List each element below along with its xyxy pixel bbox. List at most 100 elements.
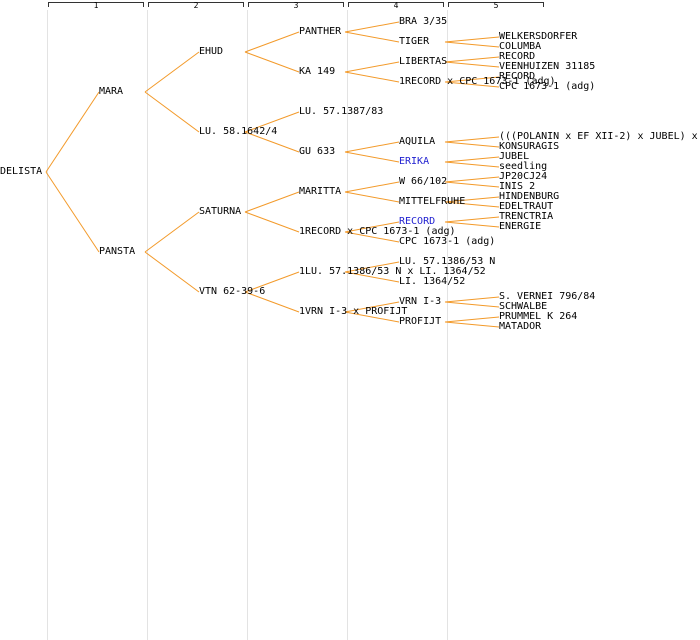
pedigree-node-gen6: INIS 2: [499, 181, 536, 192]
pedigree-node-gen5: W 66/102: [399, 176, 448, 187]
connector-line: [444, 296, 500, 303]
pedigree-node-gen1: DELISTA: [0, 166, 43, 177]
pedigree-node-gen6: SCHWALBE: [499, 301, 548, 312]
pedigree-node-gen4: MARITTA: [299, 186, 342, 197]
connector-line: [45, 171, 100, 253]
pedigree-node-gen2: MARA: [99, 86, 124, 97]
connector-line: [344, 21, 400, 33]
pedigree-node-gen6: S. VERNEI 796/84: [499, 291, 596, 302]
pedigree-node-gen5: AQUILA: [399, 136, 436, 147]
column-divider: [247, 10, 248, 640]
pedigree-node-gen5: ERIKA: [399, 156, 430, 167]
connector-line: [144, 51, 200, 93]
connector-line: [344, 141, 400, 153]
connector-line: [244, 211, 300, 233]
connector-line: [344, 301, 400, 313]
connector-line: [444, 56, 500, 63]
connector-line: [444, 156, 500, 163]
pedigree-node-gen4: 1LU. 57.1386/53 N x LI. 1364/52: [299, 266, 486, 277]
column-header-1: 1: [48, 0, 144, 10]
pedigree-node-gen4: KA 149: [299, 66, 336, 77]
pedigree-node-gen5: PROFIJT: [399, 316, 442, 327]
pedigree-node-gen5: 1RECORD x CPC 1673-1 (adg): [399, 76, 556, 87]
pedigree-node-gen3: EHUD: [199, 46, 224, 57]
connector-line: [444, 201, 500, 208]
pedigree-node-gen3: SATURNA: [199, 206, 242, 217]
connector-line: [344, 181, 400, 193]
connector-line: [244, 271, 300, 293]
pedigree-node-gen3: LU. 58.1642/4: [199, 126, 278, 137]
connector-line: [444, 136, 500, 143]
pedigree-node-gen5: VRN I-3: [399, 296, 442, 307]
connector-line: [344, 61, 400, 73]
connector-line: [444, 321, 500, 328]
connector-line: [144, 91, 200, 133]
connector-line: [444, 141, 500, 148]
pedigree-node-gen6: PRUMMEL K 264: [499, 311, 578, 322]
column-header-4: 4: [348, 0, 444, 10]
pedigree-node-gen5: LU. 57.1386/53 N: [399, 256, 496, 267]
pedigree-node-gen6: JUBEL: [499, 151, 530, 162]
connector-line: [444, 176, 500, 183]
connector-line: [444, 196, 500, 203]
pedigree-node-gen6: ENERGIE: [499, 221, 542, 232]
pedigree-node-gen6: KONSURAGIS: [499, 141, 560, 152]
pedigree-node-gen6: WELKERSDORFER: [499, 31, 578, 42]
pedigree-node-gen5: TIGER: [399, 36, 430, 47]
column-header-3: 3: [248, 0, 344, 10]
pedigree-node-gen3: VTN 62-39-6: [199, 286, 266, 297]
pedigree-node-gen6: MATADOR: [499, 321, 542, 332]
pedigree-node-gen5: RECORD: [399, 216, 436, 227]
pedigree-node-gen6: VEENHUIZEN 31185: [499, 61, 596, 72]
pedigree-node-gen6: EDELTRAUT: [499, 201, 554, 212]
connector-line: [444, 41, 500, 48]
column-divider: [47, 10, 48, 640]
connector-line: [344, 31, 400, 43]
column-header-5: 5: [448, 0, 544, 10]
connector-line: [244, 291, 300, 313]
connector-line: [444, 36, 500, 43]
pedigree-node-gen5: LI. 1364/52: [399, 276, 466, 287]
pedigree-node-gen4: PANTHER: [299, 26, 342, 37]
connector-line: [444, 181, 500, 188]
connector-line: [45, 91, 100, 173]
column-divider: [347, 10, 348, 640]
connector-line: [244, 191, 300, 213]
pedigree-node-gen6: (((POLANIN x EF XII-2) x JUBEL) x: [499, 131, 698, 142]
connector-line: [444, 316, 500, 323]
pedigree-node-gen5: LIBERTAS: [399, 56, 448, 67]
pedigree-node-gen6: CPC 1673-1 (adg): [499, 81, 596, 92]
pedigree-node-gen6: HINDENBURG: [499, 191, 560, 202]
column-divider: [447, 10, 448, 640]
pedigree-node-gen6: RECORD: [499, 51, 536, 62]
connector-line: [244, 131, 300, 153]
connector-line: [444, 301, 500, 308]
connector-line: [144, 211, 200, 253]
pedigree-node-gen6: JP20CJ24: [499, 171, 548, 182]
pedigree-node-gen6: COLUMBA: [499, 41, 542, 52]
connector-line: [444, 76, 500, 83]
column-divider: [147, 10, 148, 640]
pedigree-node-gen2: PANSTA: [99, 246, 136, 257]
pedigree-node-gen5: BRA 3/35: [399, 16, 448, 27]
pedigree-node-gen6: seedling: [499, 161, 548, 172]
connector-line: [344, 71, 400, 83]
connector-line: [444, 221, 500, 228]
connector-line: [244, 111, 300, 133]
connector-line: [344, 191, 400, 203]
pedigree-node-gen5: CPC 1673-1 (adg): [399, 236, 496, 247]
pedigree-node-gen4: LU. 57.1387/83: [299, 106, 384, 117]
connector-line: [444, 81, 500, 88]
connector-line: [344, 151, 400, 163]
connector-line: [344, 221, 400, 233]
connector-line: [344, 261, 400, 273]
connector-line: [244, 31, 300, 53]
connector-line: [444, 61, 500, 68]
connector-line: [444, 216, 500, 223]
connector-line: [244, 51, 300, 73]
pedigree-node-gen4: 1RECORD x CPC 1673-1 (adg): [299, 226, 456, 237]
connector-line: [344, 271, 400, 283]
connector-line: [344, 231, 400, 243]
